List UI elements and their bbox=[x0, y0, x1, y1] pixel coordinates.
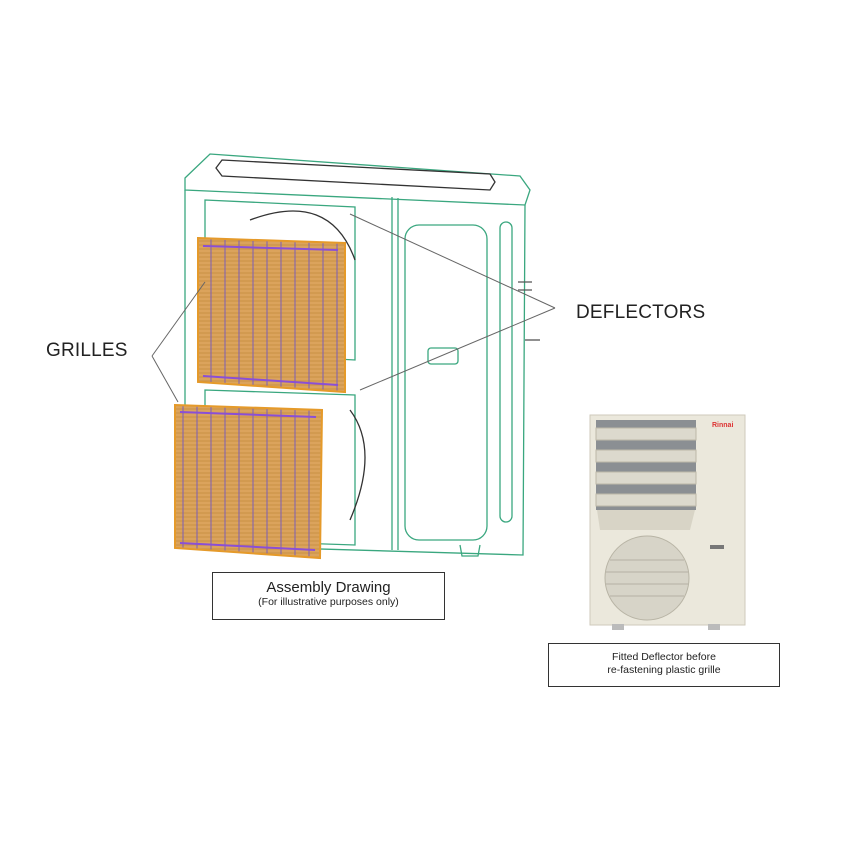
handle bbox=[427, 347, 459, 365]
photo-caption-line2: re-fastening plastic grille bbox=[607, 664, 721, 676]
assembly-caption-title: Assembly Drawing bbox=[266, 579, 391, 596]
brand-logo: Rinnai bbox=[712, 422, 733, 429]
grilles-label: GRILLES bbox=[46, 340, 128, 361]
assembly-caption-box: Assembly Drawing (For illustrative purpo… bbox=[212, 572, 445, 620]
deflectors-label: DEFLECTORS bbox=[576, 302, 706, 323]
service-door bbox=[404, 224, 488, 541]
leader-lines bbox=[151, 213, 556, 403]
photo-caption-box: Fitted Deflector before re-fastening pla… bbox=[548, 643, 780, 687]
assembly-caption-subtitle: (For illustrative purposes only) bbox=[258, 596, 399, 608]
photo-caption-line1: Fitted Deflector before bbox=[612, 651, 716, 663]
upper-grille bbox=[197, 236, 346, 394]
unit-photo: Rinnai bbox=[589, 414, 746, 630]
lower-grille bbox=[174, 403, 324, 560]
